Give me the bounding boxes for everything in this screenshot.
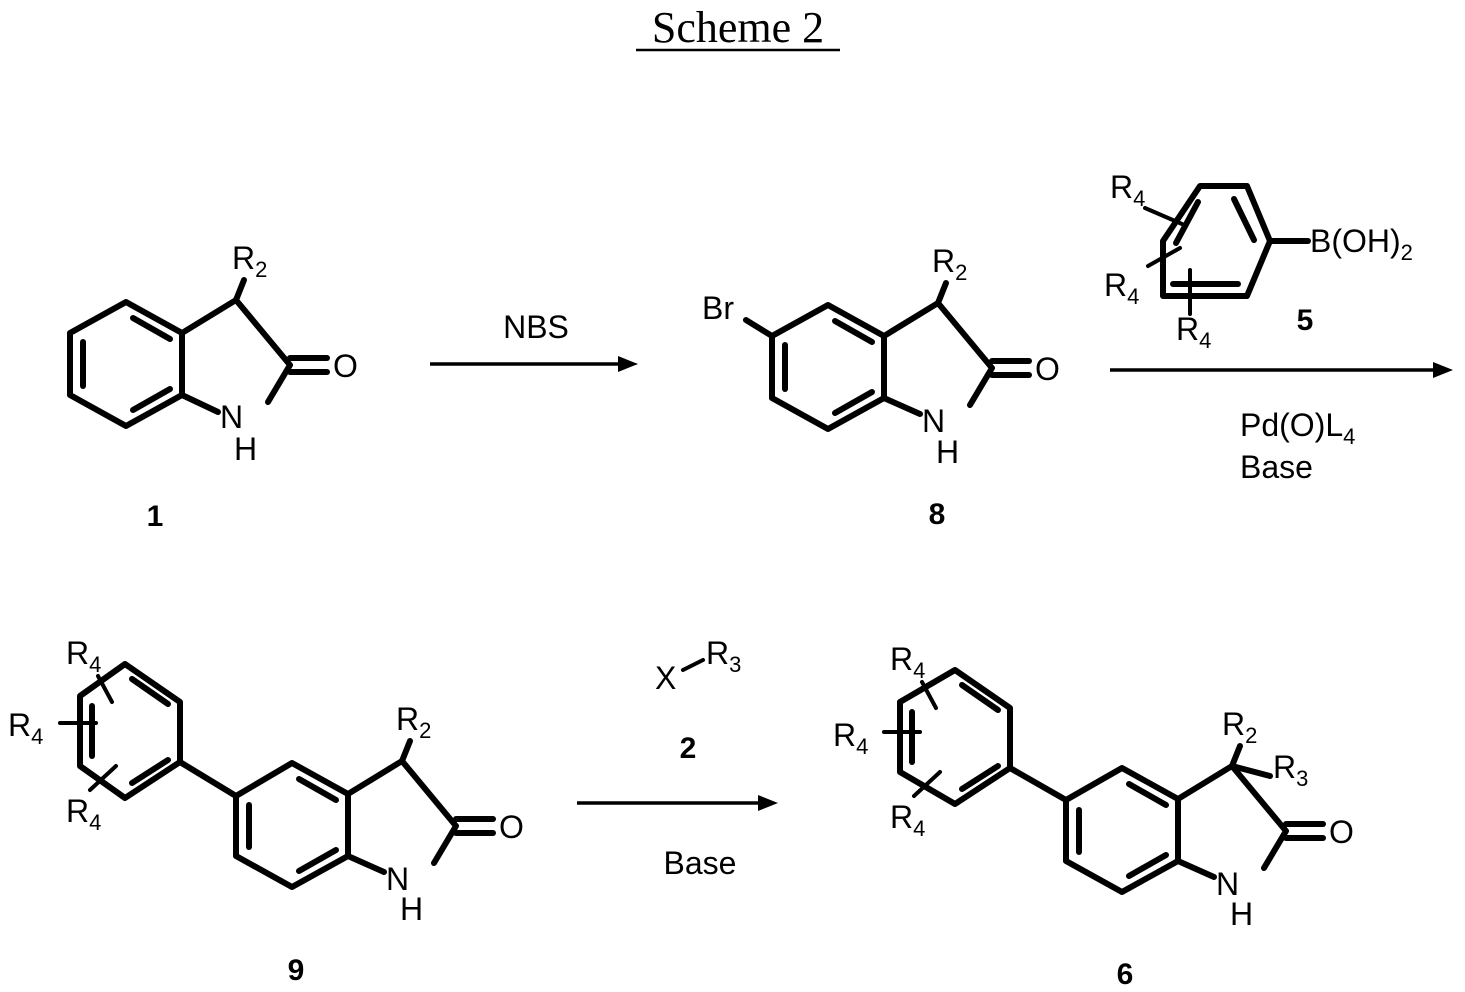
compound-2: X R3 2	[655, 635, 741, 765]
compound-6-r4-left: R4	[833, 717, 868, 759]
compound-6-r4-bottom: R4	[890, 799, 925, 841]
compound-1-hydrogen: H	[234, 431, 257, 467]
compound-2-halide: X	[655, 660, 676, 696]
compound-1-nitrogen: N	[220, 399, 243, 435]
compound-6: R4 R4 R4 R2 R3 O N H 6	[833, 641, 1354, 991]
compound-5-r4-bottom: R4	[1176, 311, 1211, 353]
compound-6-number: 6	[1117, 958, 1134, 991]
reagent-base-step-2: Base	[1240, 449, 1313, 485]
compound-8-number: 8	[929, 498, 946, 531]
compound-9-hydrogen: H	[400, 891, 423, 927]
compound-9-r4-left: R4	[8, 707, 43, 749]
compound-6-r4-top: R4	[890, 641, 925, 683]
compound-5: R4 R4 R4 B(OH)2 5	[1104, 169, 1413, 353]
compound-6-r2: R2	[1222, 706, 1257, 748]
compound-2-r3: R3	[706, 635, 741, 677]
compound-6-hydrogen: H	[1230, 896, 1253, 932]
compound-5-boronic-acid: B(OH)2	[1310, 223, 1413, 265]
compound-5-r4-top: R4	[1110, 169, 1145, 211]
reagent-nbs: NBS	[503, 309, 569, 345]
reagent-base-step-3: Base	[664, 845, 737, 881]
compound-2-number: 2	[680, 732, 697, 765]
compound-1-r2: R2	[232, 240, 267, 282]
compound-1-oxygen: O	[333, 348, 358, 384]
compound-9-oxygen: O	[499, 809, 524, 845]
compound-6-r3: R3	[1273, 749, 1308, 791]
compound-8-r2: R2	[932, 243, 967, 285]
compound-9-r2: R2	[396, 701, 431, 743]
arrow-step-1: NBS	[430, 309, 638, 372]
compound-9: R4 R4 R4 R2 O N H 9	[8, 635, 524, 987]
compound-9-r4-bottom: R4	[66, 793, 101, 835]
compound-8-hydrogen: H	[936, 434, 959, 470]
compound-5-number: 5	[1297, 304, 1314, 337]
compound-9-r4-top: R4	[66, 635, 101, 677]
compound-1: R2 O N H 1	[70, 240, 358, 533]
reagent-catalyst: Pd(O)L4	[1240, 407, 1355, 449]
arrow-step-3: Base	[577, 795, 778, 881]
compound-6-oxygen: O	[1329, 814, 1354, 850]
compound-5-r4-left: R4	[1104, 267, 1139, 309]
compound-8-oxygen: O	[1035, 351, 1060, 387]
compound-1-number: 1	[147, 500, 164, 533]
compound-8: Br R2 O N H 8	[702, 243, 1060, 531]
compound-8-bromine: Br	[702, 290, 734, 326]
arrow-step-2: Pd(O)L4 Base	[1110, 362, 1453, 485]
scheme-title: Scheme 2	[652, 3, 824, 52]
compound-9-number: 9	[288, 954, 305, 987]
